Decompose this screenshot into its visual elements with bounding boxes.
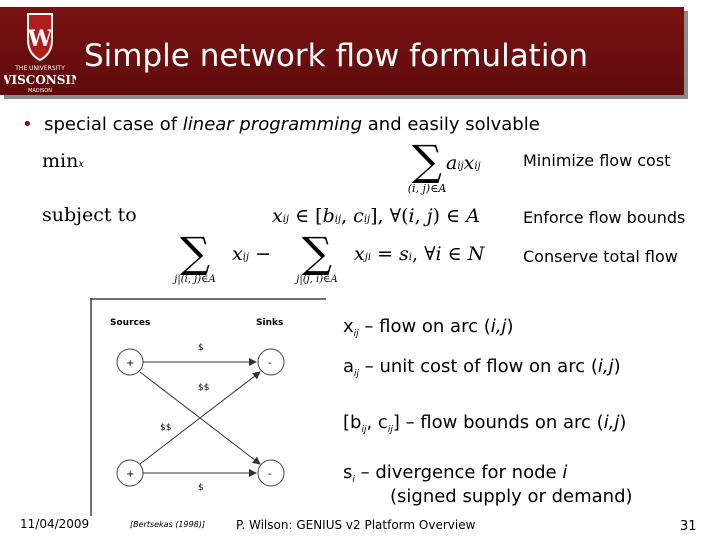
conservation-sum-in: ∑ j|(j, i)∈A	[296, 228, 338, 286]
definition-x: xij – flow on arc (i,j)	[343, 316, 514, 339]
objective-min: minx	[42, 150, 84, 172]
svg-text:W: W	[27, 26, 53, 52]
node-sign-3: +	[126, 469, 134, 480]
node-sign-4: -	[268, 469, 272, 480]
cost-label-4: $	[198, 483, 204, 493]
bullet-prefix: special case of	[44, 114, 183, 135]
node-sign-2: -	[268, 358, 272, 369]
bounds-constraint: xij ∈ [bij, cij], ∀(i, j) ∈ A	[272, 205, 480, 227]
definition-s-line2: (signed supply or demand)	[390, 486, 633, 507]
min-label: min	[42, 150, 79, 172]
cost-label-2: $$	[198, 383, 209, 393]
sink-node-bottom	[257, 459, 285, 487]
annotation-minimize: Minimize flow cost	[523, 151, 671, 170]
footer-center: P. Wilson: GENIUS v2 Platform Overview	[236, 518, 476, 532]
definition-a: aij – unit cost of flow on arc (i,j)	[343, 356, 621, 379]
conservation-in-term: xji = si, ∀i ∈ N	[354, 243, 485, 265]
bullet-emphasis: linear programming	[182, 114, 363, 135]
arc-cross-up	[139, 371, 261, 465]
slide-title: Simple network flow formulation	[84, 38, 589, 74]
footer-date: 11/04/2009	[20, 517, 90, 531]
sources-label: Sources	[110, 318, 150, 328]
page-number: 31	[680, 519, 697, 534]
figure-citation: [Bertsekas (1998)]	[130, 520, 206, 529]
annotation-bounds: Enforce flow bounds	[523, 208, 686, 227]
subject-to-label: subject to	[42, 204, 137, 226]
annotation-conserve: Conserve total flow	[523, 247, 678, 266]
min-subscript: x	[78, 159, 84, 170]
cost-label-3: $$	[160, 423, 171, 433]
conservation-sum-out: ∑ j|(i, j)∈A	[174, 228, 216, 286]
bullet-dot: •	[22, 114, 33, 135]
definition-s: si – divergence for node i	[343, 462, 568, 485]
cost-label-1: $	[198, 343, 204, 353]
sinks-label: Sinks	[256, 318, 283, 328]
svg-text:WISCONSIN: WISCONSIN	[4, 73, 76, 87]
title-banner	[0, 7, 684, 95]
bullet-line: • special case of linear programming and…	[22, 114, 540, 135]
wisconsin-logo: W THE UNIVERSITY WISCONSIN MADISON	[0, 10, 82, 94]
svg-text:MADISON: MADISON	[28, 88, 52, 94]
bullet-suffix: and easily solvable	[362, 114, 540, 135]
objective-sum: ∑ (i, j)∈A	[407, 136, 447, 196]
network-figure: Sources Sinks + - + - $ $$ $$ $	[90, 298, 326, 516]
conservation-out-term: xij −	[232, 243, 271, 265]
objective-term: aijxij	[446, 152, 481, 174]
node-sign-1: +	[126, 358, 134, 369]
definition-bc: [bij, cij] – flow bounds on arc (i,j)	[343, 412, 627, 435]
svg-text:THE UNIVERSITY: THE UNIVERSITY	[14, 65, 65, 72]
sink-node-top	[257, 348, 285, 376]
